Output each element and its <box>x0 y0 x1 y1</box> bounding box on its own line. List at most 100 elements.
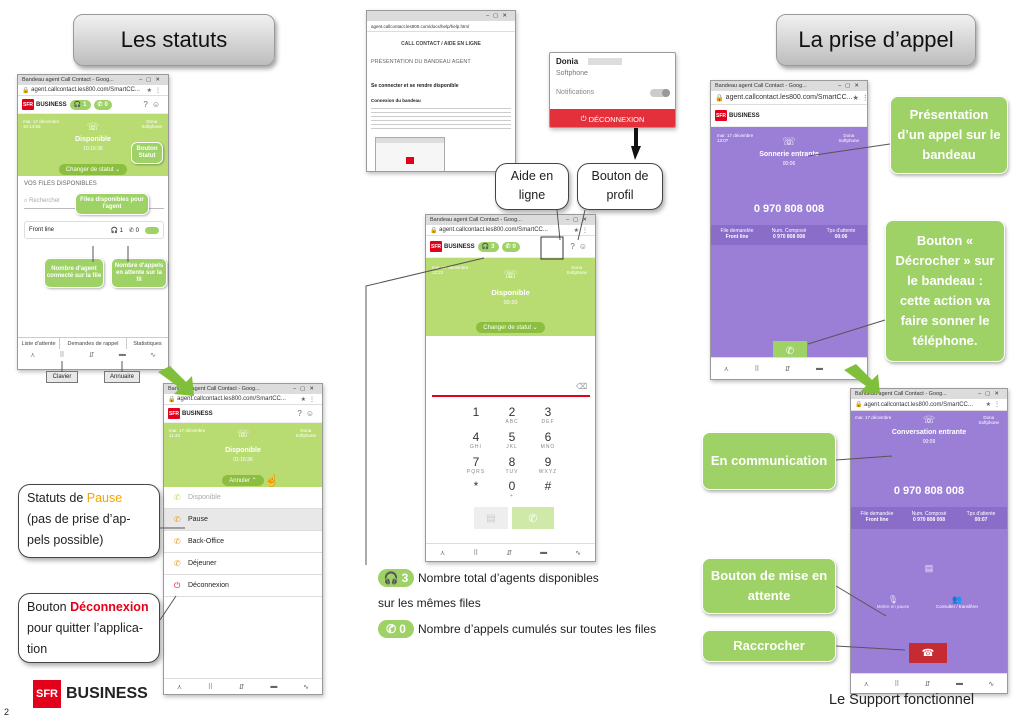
chat-button[interactable]: ▤ <box>474 507 508 529</box>
window-controls[interactable]: –▢✕ <box>978 391 1003 397</box>
status-text: Disponible <box>75 136 111 143</box>
profile-role: Softphone <box>556 70 588 77</box>
profile-name-blur <box>588 58 622 65</box>
menu-deconnexion[interactable]: ⏻Déconnexion <box>164 575 322 597</box>
logout-button[interactable]: ⏻ DÉCONNEXION <box>550 109 675 127</box>
change-status-button[interactable]: Changer de statut ⌄ <box>476 322 545 333</box>
url-bar[interactable]: 🔒 agent.callcontact.les800.com/SmartCC..… <box>426 225 595 236</box>
history-icon[interactable]: ⇵ <box>88 352 95 359</box>
window-controls[interactable]: –▢✕ <box>838 83 863 89</box>
chat-icon[interactable]: ▤ <box>924 563 934 573</box>
profile-icon[interactable]: ☺ <box>151 100 164 109</box>
menu-back-office[interactable]: ✆Back-Office <box>164 531 322 553</box>
stats-icon[interactable]: ∿ <box>988 680 995 688</box>
keypad-icon[interactable]: ⠿ <box>473 549 479 557</box>
dial-key-1[interactable]: 1 <box>472 405 480 419</box>
notifications-toggle[interactable] <box>650 89 670 97</box>
url-bar[interactable]: 🔒 agent.callcontact.les800.com/SmartCC..… <box>851 399 1007 411</box>
hold-button[interactable]: 🎙Mettre en pause <box>876 595 910 609</box>
stats-icon[interactable]: ∿ <box>575 549 581 557</box>
ringing-icon: ☏ <box>782 136 796 148</box>
backspace-icon[interactable]: ⌫ <box>576 382 588 391</box>
history-icon[interactable]: ⇵ <box>784 365 791 373</box>
keypad-icon[interactable]: ⠿ <box>894 680 900 688</box>
status-text: Disponible <box>225 447 261 454</box>
window-controls[interactable]: –▢✕ <box>139 77 164 83</box>
network-icon[interactable]: ⋏ <box>723 365 729 373</box>
history-icon[interactable]: ⇵ <box>924 680 931 688</box>
mic-icon: 🎙 <box>887 595 899 604</box>
transfer-button[interactable]: 👥Consulter / transférer <box>935 595 979 609</box>
network-icon[interactable]: ⋏ <box>863 680 869 688</box>
hangup-button[interactable]: ☎ <box>909 643 947 663</box>
folder-icon[interactable]: ▬ <box>270 683 278 690</box>
history-icon[interactable]: ⇵ <box>506 549 513 557</box>
keypad-icon[interactable]: ⠿ <box>207 683 213 691</box>
help-icon[interactable]: ? <box>143 100 152 109</box>
change-status-button[interactable]: Changer de statut ⌄ <box>58 164 128 175</box>
queue-toggle[interactable] <box>145 226 159 234</box>
tab-statistiques[interactable]: Statistiques <box>133 341 162 347</box>
keypad-icon[interactable]: ⠿ <box>754 365 760 373</box>
profile-icon[interactable]: ☺ <box>305 409 318 418</box>
dial-key-0[interactable]: 0+ <box>508 479 516 499</box>
sfr-logo: SFR <box>168 408 180 419</box>
cancel-button[interactable]: Annuler ⌃ <box>222 475 264 486</box>
dial-key-hash[interactable]: # <box>544 479 552 493</box>
window-controls[interactable]: –▢✕ <box>293 386 318 392</box>
handset-icon: ☏ <box>922 415 936 426</box>
stats-icon[interactable]: ∿ <box>150 352 156 359</box>
url-bar[interactable]: 🔒 agent.callcontact.les800.com/SmartCC..… <box>711 91 867 105</box>
folder-icon[interactable]: ▬ <box>118 351 126 358</box>
call-button[interactable]: ✆ <box>512 507 554 529</box>
window-files: Bandeau agent Call Contact - Goog...–▢✕ … <box>17 74 169 370</box>
dial-key-star[interactable]: * <box>473 479 479 493</box>
tab-demandes-rappel[interactable]: Demandes de rappel <box>60 338 127 349</box>
menu-pause[interactable]: ✆Pause <box>164 509 322 531</box>
keypad-icon[interactable]: ⠿ <box>59 352 65 359</box>
url-bar[interactable]: 🔒 agent.callcontact.les800.com/SmartCC..… <box>164 394 322 405</box>
url-bar[interactable]: agent.callcontact.les800.com/docs/help/h… <box>367 21 515 32</box>
folder-icon[interactable]: ▬ <box>956 680 964 687</box>
agents-pill[interactable]: 🎧1 <box>69 99 91 110</box>
dial-input-underline[interactable] <box>432 395 590 397</box>
profile-icon[interactable]: ☺ <box>578 242 591 251</box>
arrow-up <box>631 128 641 160</box>
folder-icon[interactable]: ▬ <box>540 549 548 556</box>
menu-disponible[interactable]: ✆Disponible <box>164 487 322 509</box>
menu-dejeuner[interactable]: ✆Déjeuner <box>164 553 322 575</box>
lock-icon: 🔒 <box>715 94 726 102</box>
app-header: SFR BUSINESS 🎧1 ✆0 ?☺ <box>18 96 168 114</box>
network-icon[interactable]: ⋏ <box>30 352 36 359</box>
legend: 🎧3 Nombre total d’agents disponibles sur… <box>376 569 706 649</box>
network-icon[interactable]: ⋏ <box>439 549 446 557</box>
calls-pill[interactable]: ✆0 <box>93 99 112 110</box>
agents-pill[interactable]: 🎧3 <box>477 241 499 252</box>
help-header: CALL CONTACT / AIDE EN LIGNE <box>401 41 481 47</box>
help-icon[interactable]: ? <box>297 409 306 418</box>
stats-icon[interactable]: ∿ <box>303 683 310 691</box>
window-controls[interactable]: –▢✕ <box>486 13 511 19</box>
url-bar[interactable]: 🔒 agent.callcontact.les800.com/SmartCC..… <box>18 85 168 96</box>
calls-pill[interactable]: ✆0 <box>501 241 520 252</box>
connector-line <box>807 143 891 157</box>
help-icon[interactable]: ? <box>570 242 579 251</box>
folder-icon[interactable]: ▬ <box>816 365 824 372</box>
answer-button[interactable]: ✆ <box>773 341 807 361</box>
queue-row[interactable]: Front line 🎧 1 ✆ 0 <box>24 221 164 239</box>
history-icon[interactable]: ⇵ <box>238 683 245 691</box>
bottom-icons: ⋏⠿⇵▬∿ <box>711 357 867 379</box>
network-icon[interactable]: ⋏ <box>176 683 183 691</box>
tab-liste-attente[interactable]: Liste d'attente <box>18 338 61 349</box>
window-controls[interactable]: –▢✕ <box>566 217 591 223</box>
